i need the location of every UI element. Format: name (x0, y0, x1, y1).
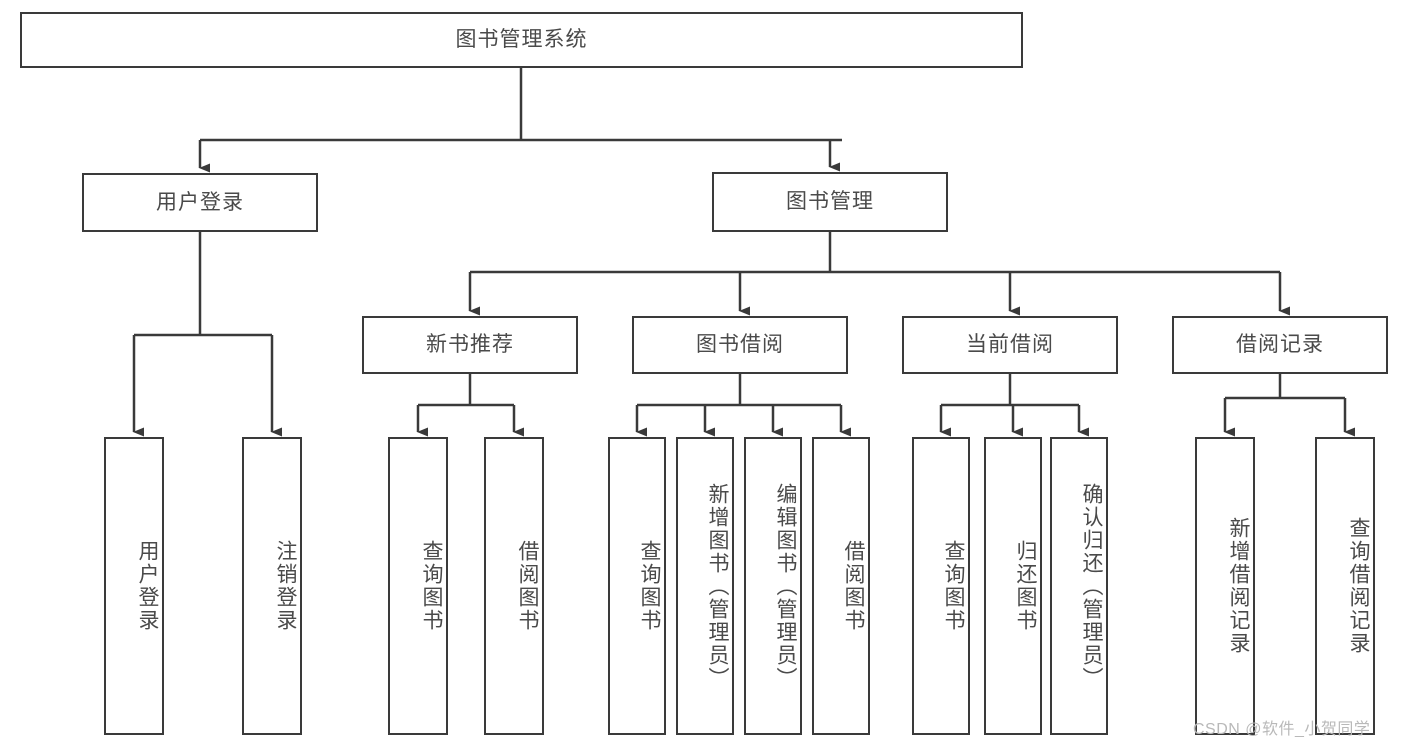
leaf-return-book[interactable]: 归还图书 (984, 437, 1042, 735)
node-current-borrow[interactable]: 当前借阅 (902, 316, 1118, 374)
node-user-login[interactable]: 用户登录 (82, 173, 318, 232)
leaf-edit-book-label: 编辑图书（管理员） (774, 482, 797, 690)
leaf-confirm-return-label: 确认归还（管理员） (1080, 482, 1103, 690)
leaf-user-login-label: 用户登录 (136, 540, 159, 632)
node-root[interactable]: 图书管理系统 (20, 12, 1023, 68)
node-borrow-record[interactable]: 借阅记录 (1172, 316, 1388, 374)
node-new-book-recommend-label: 新书推荐 (426, 333, 514, 357)
leaf-edit-book[interactable]: 编辑图书（管理员） (744, 437, 802, 735)
leaf-query-book-rec-label: 查询图书 (420, 540, 443, 632)
leaf-borrow-book-bw-label: 借阅图书 (842, 540, 865, 632)
node-root-label: 图书管理系统 (455, 28, 588, 52)
node-borrow-record-label: 借阅记录 (1236, 333, 1324, 357)
node-book-borrow-label: 图书借阅 (696, 333, 784, 357)
leaf-return-book-label: 归还图书 (1014, 540, 1037, 632)
leaf-user-login[interactable]: 用户登录 (104, 437, 164, 735)
leaf-borrow-book-rec-label: 借阅图书 (516, 540, 539, 632)
leaf-add-book-label: 新增图书（管理员） (706, 482, 729, 690)
leaf-add-record-label: 新增借阅记录 (1227, 517, 1250, 655)
leaf-add-book[interactable]: 新增图书（管理员） (676, 437, 734, 735)
csdn-watermark: CSDN @软件_小贺同学 (1193, 721, 1371, 738)
leaf-query-book-cur[interactable]: 查询图书 (912, 437, 970, 735)
leaf-query-book-bw[interactable]: 查询图书 (608, 437, 666, 735)
leaf-query-book-cur-label: 查询图书 (942, 540, 965, 632)
leaf-add-record[interactable]: 新增借阅记录 (1195, 437, 1255, 735)
leaf-query-book-rec[interactable]: 查询图书 (388, 437, 448, 735)
leaf-borrow-book-bw[interactable]: 借阅图书 (812, 437, 870, 735)
node-book-borrow[interactable]: 图书借阅 (632, 316, 848, 374)
leaf-user-logout-label: 注销登录 (274, 540, 297, 632)
node-book-manage-label: 图书管理 (786, 190, 874, 214)
node-new-book-recommend[interactable]: 新书推荐 (362, 316, 578, 374)
node-user-login-label: 用户登录 (156, 190, 244, 214)
node-book-manage[interactable]: 图书管理 (712, 172, 948, 232)
node-current-borrow-label: 当前借阅 (966, 333, 1054, 357)
leaf-query-record-label: 查询借阅记录 (1347, 517, 1370, 655)
leaf-user-logout[interactable]: 注销登录 (242, 437, 302, 735)
leaf-borrow-book-rec[interactable]: 借阅图书 (484, 437, 544, 735)
leaf-confirm-return[interactable]: 确认归还（管理员） (1050, 437, 1108, 735)
leaf-query-book-bw-label: 查询图书 (638, 540, 661, 632)
leaf-query-record[interactable]: 查询借阅记录 (1315, 437, 1375, 735)
